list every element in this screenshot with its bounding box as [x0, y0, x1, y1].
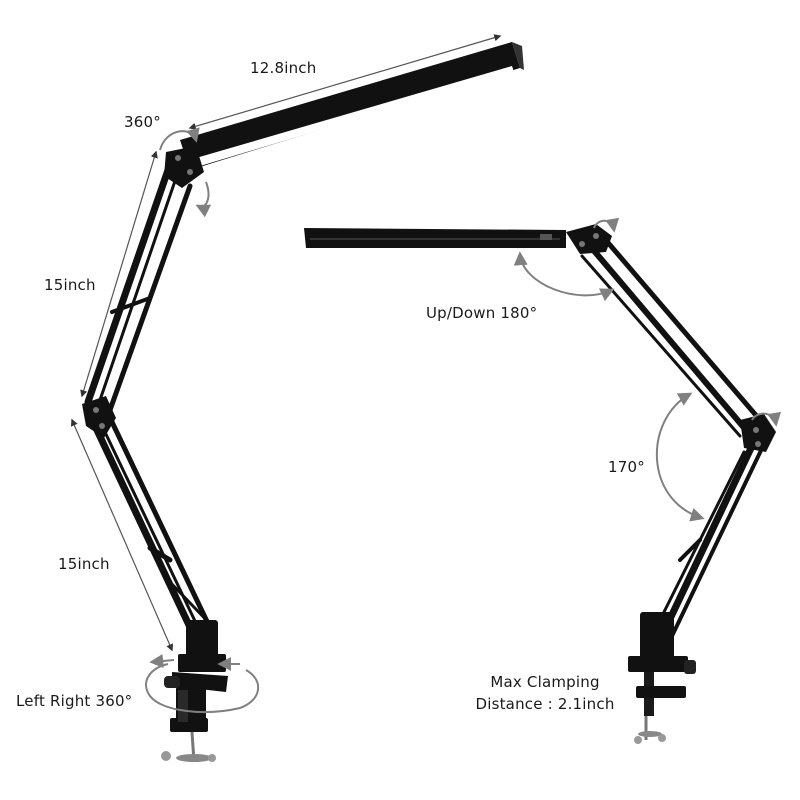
base-rotation-label: Left Right 360°	[16, 692, 133, 710]
upper-arm-length-label: 15inch	[44, 276, 96, 294]
left-lower-arm	[92, 419, 216, 644]
left-lamp-head	[180, 42, 524, 170]
right-upper-arm	[580, 235, 763, 438]
right-head-joint	[566, 224, 612, 254]
head-tilt-label: Up/Down 180°	[426, 304, 538, 322]
clamp-distance-label: Max Clamping Distance : 2.1inch	[470, 671, 620, 715]
right-lower-arm	[650, 438, 768, 644]
right-elbow-joint	[740, 414, 776, 452]
clamp-label-line-2: Distance : 2.1inch	[475, 695, 615, 713]
elbow-angle-label: 170°	[608, 458, 645, 476]
head-rotation-label: 360°	[124, 113, 161, 131]
left-head-rotation-arrows	[159, 127, 212, 218]
left-base-rotation-arrows	[145, 654, 260, 713]
left-clamp	[161, 620, 228, 763]
left-dimension-lines	[70, 34, 502, 652]
left-head-joint	[164, 146, 204, 188]
left-lamp	[70, 34, 524, 763]
right-clamp	[628, 612, 696, 744]
right-lamp	[304, 217, 782, 744]
right-elbow-arrow	[656, 392, 705, 522]
lower-arm-length-label: 15inch	[58, 555, 110, 573]
top-arm-length-label: 12.8inch	[250, 59, 317, 77]
right-joint-rotation-arrows	[593, 217, 782, 427]
clamp-label-line-1: Max Clamping	[490, 673, 600, 691]
right-tilt-arrow	[513, 251, 615, 302]
right-lamp-head	[304, 228, 566, 248]
